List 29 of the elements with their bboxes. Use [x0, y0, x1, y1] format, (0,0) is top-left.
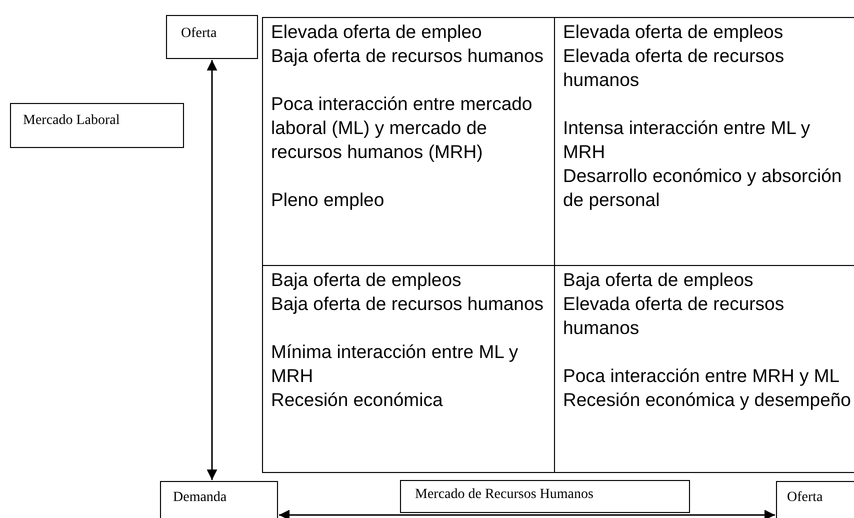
cell-text: Intensa interacción entre ML y MRH [563, 116, 812, 164]
cell-text: Pleno empleo [271, 188, 386, 212]
label-box [166, 15, 258, 59]
axis-label: Mercado Laboral [23, 113, 120, 129]
axis-label: Demanda [173, 490, 227, 506]
double-arrow [279, 510, 775, 518]
cell-text: Elevada oferta de recursos humanos [563, 44, 786, 92]
cell-text: Recesión económica [271, 388, 444, 412]
cell-text: Poca interacción entre mercado laboral (ML) y mercado de recursos humanos (MRH) [271, 92, 534, 164]
cell-text: Baja oferta de recursos humanos [271, 292, 545, 316]
cell-text: Mínima interacción entre ML y MRH [271, 340, 520, 388]
label-box [10, 103, 184, 148]
axis-label: Oferta [181, 26, 217, 42]
cell-text: Elevada oferta de empleo [271, 20, 483, 44]
cell-text: Baja oferta de empleos [271, 268, 462, 292]
cell-text: Poca interacción entre MRH y ML [563, 364, 841, 388]
axis-label: Mercado de Recursos Humanos [415, 487, 594, 503]
label-box [160, 481, 278, 518]
label-box [400, 480, 690, 513]
cell-text: Desarrollo económico y absorción de personal [563, 164, 843, 212]
cell-text: Recesión económica y desempeño [563, 388, 852, 412]
cell-text: Elevada oferta de recursos humanos [563, 292, 786, 340]
matrix-cell [262, 265, 555, 473]
cell-text: Elevada oferta de empleos [563, 20, 784, 44]
axis-label: Oferta [787, 490, 823, 506]
cell-text: Baja oferta de empleos [563, 268, 754, 292]
cell-text: Baja oferta de recursos humanos [271, 44, 545, 68]
matrix-cell [262, 17, 555, 266]
double-arrow [206, 60, 218, 480]
